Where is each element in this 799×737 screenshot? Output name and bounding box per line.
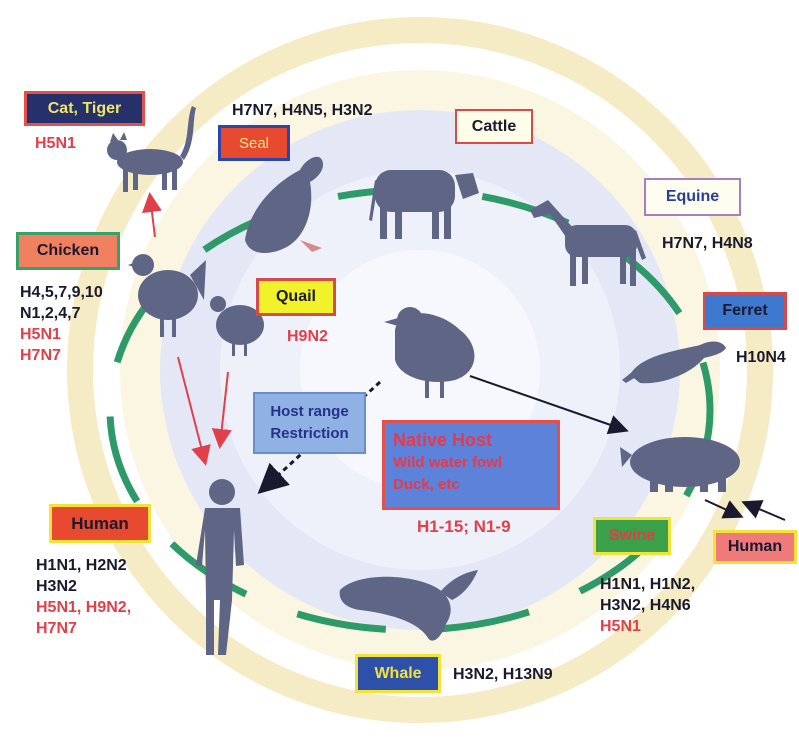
arrow-chicken-to-cat [150,196,155,237]
native-host-line1: Wild water fowl [393,452,557,474]
host-range-restriction-box: Host range Restriction [253,392,366,454]
host-range-line2: Restriction [255,423,364,445]
ferret-subtypes: H10N4 [736,347,786,368]
swine-subtypes-3: H5N1 [600,616,641,637]
chicken-subtypes-4: H7N7 [20,345,61,366]
cat-tiger-subtypes: H5N1 [35,133,76,154]
whale-label: Whale [355,654,441,693]
human-left-subtypes-3: H5N1, H9N2, [36,597,131,618]
cattle-label: Cattle [455,109,533,144]
chicken-label: Chicken [16,232,120,270]
native-host-subtypes: H1-15; N1-9 [417,516,511,537]
human-right-label: Human [713,530,797,564]
swine-label: Swine [593,517,671,555]
native-host-line2: Duck, etc [393,474,557,496]
host-range-line1: Host range [255,401,364,423]
cat-tiger-label: Cat, Tiger [24,91,145,126]
native-host-box: Native Host Wild water fowl Duck, etc [382,420,560,510]
human-left-subtypes-1: H1N1, H2N2 [36,555,127,576]
swine-subtypes-2: H3N2, H4N6 [600,595,691,616]
human-left-label: Human [49,504,151,543]
quail-label: Quail [256,278,336,316]
arrow-human-to-swine [745,503,785,520]
whale-subtypes: H3N2, H13N9 [453,664,553,685]
quail-subtypes: H9N2 [287,326,328,347]
seal-subtypes: H7N7, H4N5, H3N2 [232,100,373,121]
equine-label: Equine [644,178,741,216]
seal-label: Seal [218,125,290,161]
equine-subtypes: H7N7, H4N8 [662,233,753,254]
chicken-subtypes-2: N1,2,4,7 [20,303,80,324]
native-host-title: Native Host [393,428,557,452]
ferret-label: Ferret [703,292,787,330]
human-left-subtypes-4: H7N7 [36,618,77,639]
chicken-subtypes-3: H5N1 [20,324,61,345]
swine-subtypes-1: H1N1, H1N2, [600,574,695,595]
chicken-subtypes-1: H4,5,7,9,10 [20,282,103,303]
human-left-subtypes-2: H3N2 [36,576,77,597]
